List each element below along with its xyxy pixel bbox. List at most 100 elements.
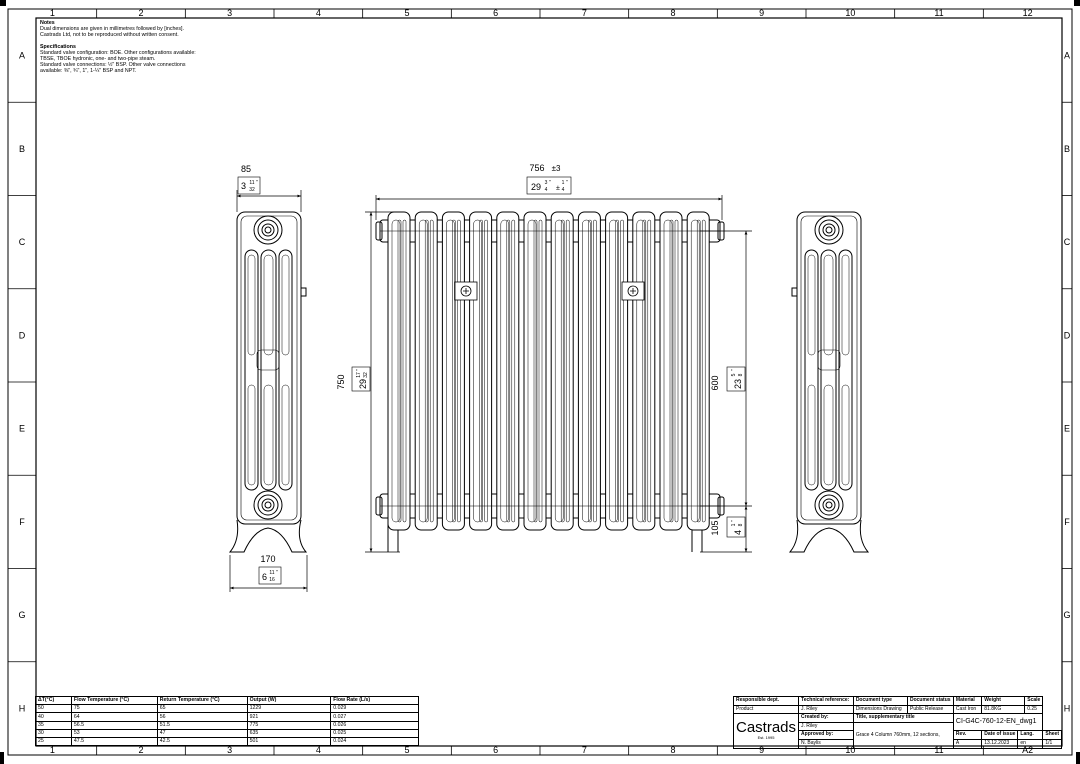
side-view-left bbox=[228, 211, 308, 553]
weight-value: 81.8KG bbox=[981, 704, 1026, 715]
section-column bbox=[511, 219, 516, 523]
section-column bbox=[669, 219, 674, 523]
document-type-cell: Document type bbox=[852, 696, 908, 706]
document-status-value: Public Release bbox=[906, 704, 954, 715]
section-column bbox=[642, 219, 647, 523]
length-tol-mm: ±3 bbox=[552, 164, 561, 173]
height-in-den: 32 bbox=[363, 372, 369, 378]
grid-column-label: 7 bbox=[582, 745, 587, 755]
section-column bbox=[663, 219, 673, 523]
table-cell: 64 bbox=[70, 712, 158, 722]
radiator-section bbox=[469, 211, 493, 531]
floor-in-num: 1 bbox=[731, 523, 737, 526]
rev-cell: Rev. bbox=[952, 730, 983, 740]
grid-column-label: 10 bbox=[845, 745, 855, 755]
section-column bbox=[565, 219, 570, 523]
table-cell: 47.5 bbox=[70, 736, 158, 747]
date-of-issue-label: Date of issue bbox=[984, 731, 1016, 738]
created-by-value: J. Riley bbox=[798, 721, 854, 732]
table-cell: 0.024 bbox=[330, 736, 419, 747]
grid-row-label: A bbox=[19, 51, 25, 61]
table-cell: 0.029 bbox=[330, 704, 419, 714]
grid-row-label: G bbox=[18, 610, 25, 620]
section-column bbox=[636, 219, 646, 523]
grid-column-label: A2 bbox=[1022, 745, 1033, 755]
spec-line: Standard valve configuration: BOE. Other… bbox=[40, 49, 196, 56]
grid-column-label: 5 bbox=[404, 8, 409, 18]
section-column bbox=[446, 219, 455, 523]
connection-axis bbox=[380, 230, 720, 507]
responsible-dept-label: Responsible dept. bbox=[736, 697, 780, 703]
table-cell: 75 bbox=[70, 704, 158, 714]
notes-heading: Notes bbox=[40, 20, 55, 26]
rev-value: A bbox=[952, 738, 983, 749]
document-type-value: Dimensions Drawing bbox=[852, 704, 908, 715]
height-inch: " bbox=[356, 369, 362, 371]
grid-column-label: 4 bbox=[316, 745, 321, 755]
grid-row-label: E bbox=[1064, 424, 1070, 434]
material-cell: Material bbox=[952, 696, 983, 706]
grid-column-label: 6 bbox=[493, 745, 498, 755]
table-cell: 35 bbox=[35, 720, 72, 730]
grid-row-label: F bbox=[1064, 517, 1070, 527]
section-column bbox=[500, 219, 510, 523]
grid-column-label: 7 bbox=[582, 8, 587, 18]
section-column bbox=[429, 219, 434, 523]
table-cell: 25 bbox=[35, 736, 72, 747]
table-header-row: ΔT(°C) Flow Temperature (°C) Return Temp… bbox=[35, 695, 419, 706]
grid-column-label: 5 bbox=[404, 745, 409, 755]
length-tol-in-den: 4 bbox=[562, 187, 565, 193]
spec-line: Standard valve connections: ½" BSP. Othe… bbox=[40, 62, 186, 69]
section-column bbox=[690, 219, 700, 523]
table-cell: 65 bbox=[156, 704, 248, 714]
section-column bbox=[533, 219, 538, 523]
centres-in-num: 5 bbox=[731, 373, 737, 376]
length-in-whole: 29 bbox=[531, 182, 541, 192]
section-column bbox=[527, 219, 537, 523]
grid-column-label: 3 bbox=[227, 8, 232, 18]
table-cell: 1229 bbox=[246, 704, 332, 714]
table-row: 50 75 65 1229 0.029 bbox=[35, 704, 419, 714]
base-width-in-num: 11 bbox=[269, 570, 274, 576]
table-cell: 42.5 bbox=[156, 736, 248, 747]
spec-heading: Specifications bbox=[40, 43, 76, 50]
section-column bbox=[701, 219, 706, 523]
length-in-den: 4 bbox=[545, 187, 548, 193]
grid-column-label: 2 bbox=[138, 8, 143, 18]
document-status-cell: Document status bbox=[906, 696, 954, 706]
document-id: CI-G4C-760-12-EN_dwg1 bbox=[952, 713, 1044, 732]
base-width-in-den: 16 bbox=[269, 577, 275, 583]
length-mm: 756 bbox=[529, 163, 544, 173]
table-cell: 921 bbox=[246, 712, 332, 722]
responsible-dept-cell: Responsible dept. bbox=[732, 696, 800, 706]
date-of-issue-cell: Date of issue bbox=[981, 730, 1019, 740]
title-label-cell: Title, supplementary title bbox=[852, 713, 954, 723]
approved-by-label: Approved by: bbox=[801, 731, 834, 738]
grid-row-label: C bbox=[1064, 237, 1071, 247]
scale-value: 0.25 bbox=[1024, 704, 1044, 715]
section-column bbox=[397, 219, 402, 523]
grid-column-label: 8 bbox=[670, 745, 675, 755]
radiator-section bbox=[441, 211, 465, 531]
section-column bbox=[452, 219, 456, 523]
section-column bbox=[588, 219, 592, 523]
radiator-section bbox=[577, 211, 601, 531]
section-column bbox=[620, 219, 624, 523]
header-return-temp: Return Temperature (°C) bbox=[156, 695, 248, 706]
table-cell: 635 bbox=[246, 728, 332, 738]
section-column bbox=[582, 219, 591, 523]
approved-by-value: N. Baylis bbox=[798, 738, 854, 749]
title-label: Title, supplementary title bbox=[855, 714, 915, 721]
section-column bbox=[457, 219, 461, 523]
section-column bbox=[609, 219, 618, 523]
notes-line: Castrads Ltd, not to be reproduced witho… bbox=[40, 32, 179, 39]
table-cell: 56.5 bbox=[70, 720, 158, 730]
radiator-section bbox=[686, 211, 710, 531]
date-of-issue-value: 13.12.2023 bbox=[981, 738, 1019, 749]
table-cell: 501 bbox=[246, 736, 332, 747]
length-tol-in: ± bbox=[556, 185, 560, 192]
radiator-section bbox=[414, 211, 438, 531]
base-width-in-whole: 6 bbox=[262, 572, 267, 582]
table-cell: 0.025 bbox=[330, 728, 419, 738]
grid-row-label: A bbox=[1064, 51, 1070, 61]
